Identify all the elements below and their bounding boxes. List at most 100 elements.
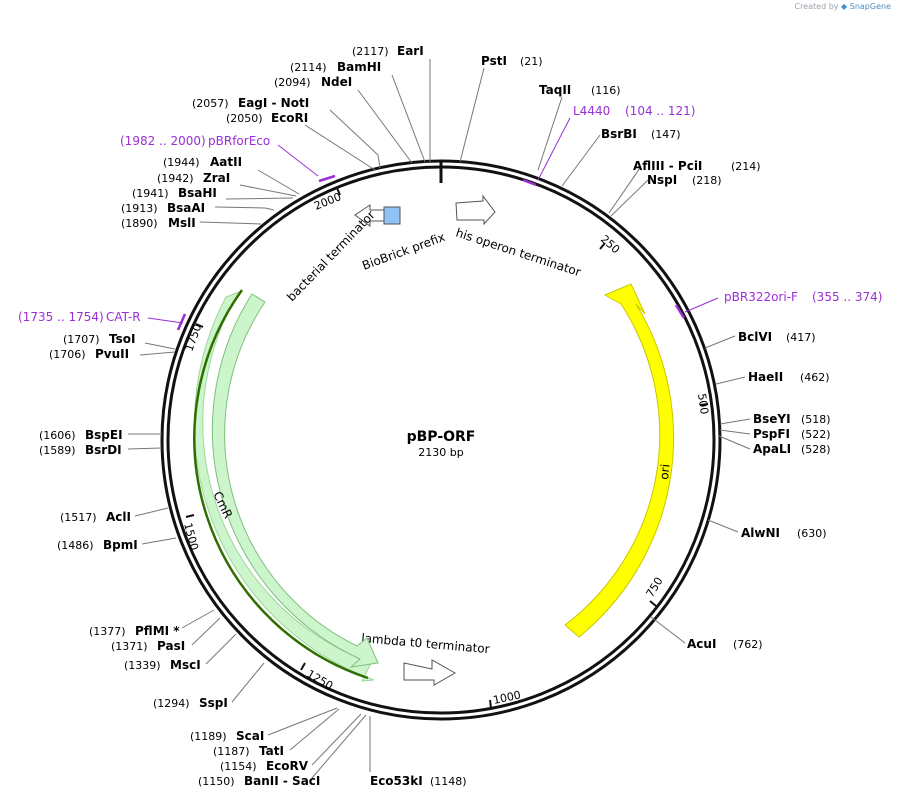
site-pos: (1189) — [190, 730, 227, 743]
site-leader — [199, 221, 262, 225]
tick-mark — [185, 514, 195, 518]
site-pos: (1706) — [49, 348, 86, 361]
plasmid-name: pBP-ORF — [407, 429, 476, 445]
bacterial-terminator-arrow — [354, 204, 387, 227]
site-leader — [357, 89, 413, 164]
site-pos: (1150) — [198, 775, 235, 788]
primer-name: L4440 — [573, 104, 610, 118]
tick-label: 1250 — [305, 667, 336, 692]
site-pos: (518) — [801, 413, 831, 426]
site-pos: (1707) — [63, 333, 100, 346]
site-pos: (116) — [591, 84, 621, 97]
site-pos: (1517) — [60, 511, 97, 524]
site-leader — [719, 429, 751, 435]
site-leader — [650, 616, 686, 644]
site-leader — [459, 67, 485, 163]
site-name: PasI — [157, 639, 185, 653]
site-name: MslI — [168, 216, 196, 230]
primer-mark-pbr322ori-f — [674, 304, 686, 319]
primer-mark-cat-r — [176, 313, 187, 331]
primer-name: pBR322ori-F — [724, 290, 798, 304]
plasmid-size: 2130 bp — [418, 446, 463, 459]
site-labels-right: Eco53kI (1148) PstI (21) TaqII (116) Bsr… — [370, 54, 831, 788]
site-leader — [289, 708, 340, 751]
site-leader — [139, 351, 176, 356]
site-leader — [225, 197, 294, 200]
site-leader — [707, 519, 739, 533]
primer-leader — [684, 297, 719, 313]
site-name: BsrBI — [601, 127, 637, 141]
snapgene-logo-icon: ◆ — [841, 2, 848, 11]
site-leaders — [127, 59, 751, 779]
site-leader — [191, 617, 221, 646]
bacterial-terminator-label: bacterial terminator — [284, 208, 378, 304]
site-pos: (214) — [731, 160, 761, 173]
site-leader — [715, 376, 746, 385]
cmr-arrow — [211, 293, 379, 668]
site-labels-left: (2117) EarI (2114) BamHI (2094) NdeI (20… — [39, 44, 424, 788]
site-name: BsrDI — [85, 443, 122, 457]
site-name: BseYI — [753, 412, 791, 426]
tick-mark — [699, 403, 709, 406]
site-name: Eco53kI — [370, 774, 423, 788]
site-leader — [608, 167, 641, 214]
site-pos: (417) — [786, 331, 816, 344]
site-pos: (1913) — [121, 202, 158, 215]
site-name: TsoI — [109, 332, 135, 346]
site-name: PflMI * — [135, 624, 180, 638]
his-operon-terminator-label: his operon terminator — [454, 226, 583, 280]
primer-name: CAT-R — [106, 310, 141, 324]
site-pos: (1942) — [157, 172, 194, 185]
site-name: BanII - SacI — [244, 774, 320, 788]
primer-leader — [147, 317, 184, 324]
ori-arrow — [564, 283, 675, 638]
site-name: BsaHI — [178, 186, 217, 200]
biobrick-prefix-box — [383, 206, 401, 225]
biobrick-prefix-label: BioBrick prefix — [360, 230, 447, 273]
site-name: SspI — [199, 696, 228, 710]
site-leader — [134, 507, 169, 517]
primer-marks — [147, 117, 719, 331]
site-name: HaeII — [748, 370, 783, 384]
site-pos: (630) — [797, 527, 827, 540]
site-leader — [718, 435, 751, 450]
site-name: EcoRV — [266, 759, 309, 773]
primer-range: (104 .. 121) — [625, 104, 695, 118]
tick-mark — [300, 662, 306, 671]
site-name: TatI — [259, 744, 284, 758]
site-pos: (528) — [801, 443, 831, 456]
primer-range: (355 .. 374) — [812, 290, 882, 304]
cmr-strand-line — [193, 289, 369, 680]
tick-mark — [599, 242, 606, 250]
site-leader — [144, 342, 176, 350]
primer-labels: L4440 (104 .. 121) pBR322ori-F (355 .. 3… — [18, 104, 882, 324]
snapgene-watermark: Created by ◆ SnapGene — [794, 2, 891, 11]
primer-range: (1735 .. 1754) — [18, 310, 104, 324]
site-pos: (2094) — [274, 76, 311, 89]
site-name: AatII — [210, 155, 242, 169]
site-pos: (1941) — [132, 187, 169, 200]
site-pos: (1377) — [89, 625, 126, 638]
site-pos: (1148) — [430, 775, 467, 788]
primer-leader — [277, 144, 319, 177]
site-name: TaqII — [539, 83, 571, 97]
tick-mark — [195, 323, 204, 328]
site-name: BsaAI — [167, 201, 205, 215]
site-leader — [141, 537, 177, 545]
site-name: PspFI — [753, 427, 790, 441]
site-leader — [257, 169, 300, 195]
lambda-t0-terminator-arrow — [403, 659, 457, 686]
site-leader — [719, 418, 751, 425]
site-name: AcuI — [687, 637, 716, 651]
site-pos: (1486) — [57, 539, 94, 552]
site-name: AclI — [106, 510, 131, 524]
site-pos: (2117) — [352, 45, 389, 58]
lambda-t0-terminator-label: lambda t0 terminator — [361, 631, 491, 656]
site-name: ZraI — [203, 171, 230, 185]
site-name: EcoRI — [271, 111, 308, 125]
tick-mark — [649, 600, 657, 607]
site-leader — [311, 714, 367, 779]
site-leader — [391, 74, 426, 163]
site-name: BamHI — [337, 60, 381, 74]
